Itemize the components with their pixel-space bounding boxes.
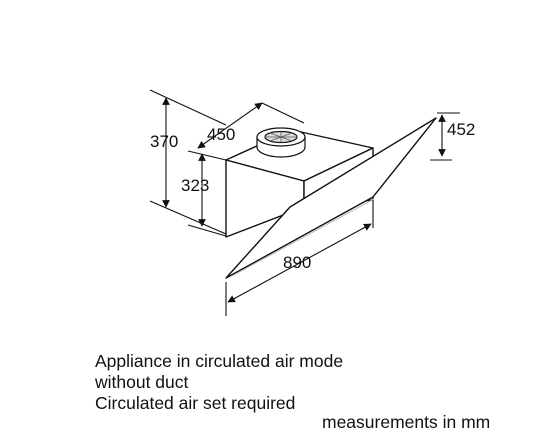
fan-outlet-icon [256,127,306,158]
caption-line-1: Appliance in circulated air mode [95,351,344,371]
dimension-450 [197,102,305,149]
dimension-label-323: 323 [181,176,209,195]
units-note: measurements in mm [322,412,491,432]
dimension-label-370: 370 [150,132,178,151]
dimension-label-890: 890 [283,253,311,272]
dimension-890 [225,200,374,316]
dimension-label-450: 450 [207,125,235,144]
caption-line-3: Circulated air set required [95,393,296,413]
dimension-label-452: 452 [447,120,475,139]
dimension-370 [149,89,227,235]
dimension-323 [187,150,227,237]
caption-line-2: without duct [95,372,189,392]
dimension-452 [430,112,460,161]
